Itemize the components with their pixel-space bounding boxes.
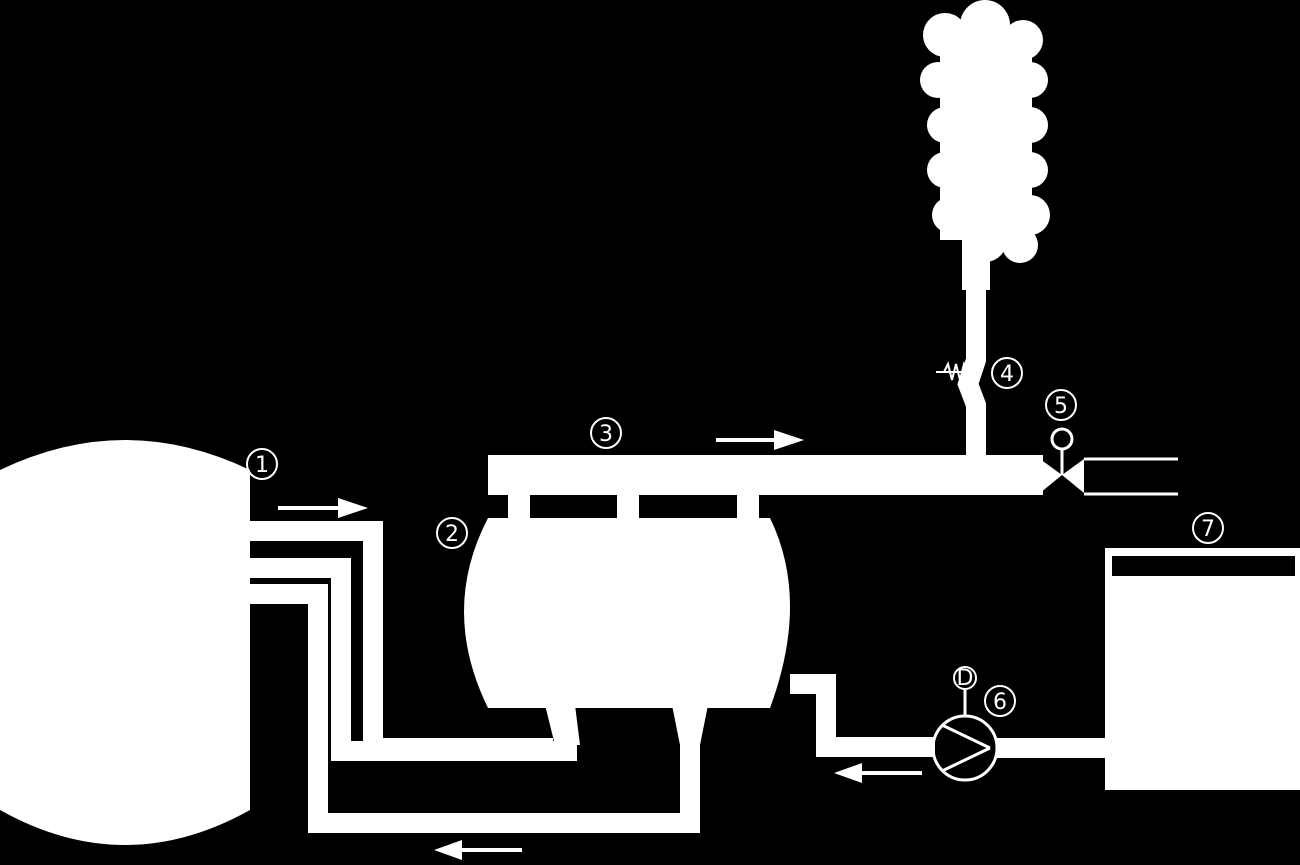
steam-cloud [920,0,1050,290]
feed-water-tank-lid [1112,556,1295,576]
badge-1: 1 [246,448,278,480]
flow-arrow-header [716,430,804,450]
steam-header [488,455,1043,495]
flow-arrow-pump-return [834,763,922,783]
flow-arrow-tank-return [434,840,522,860]
badge-7: 7 [1192,512,1224,544]
feed-water-tank [1105,548,1300,790]
pump-drive-badge [953,666,977,690]
boiler-leg-left [545,705,580,745]
outlet-valve [1040,427,1178,496]
pipe-header-to-safety-valve [957,260,986,460]
pipe-boiler-return-to-tank [250,584,700,833]
badge-7-label: 7 [1201,517,1215,542]
badge-3-label: 3 [599,422,613,447]
flow-arrow-tank-out [278,498,368,518]
boiler-drum [464,518,790,708]
badge-5-label: 5 [1054,394,1068,419]
pipe-tank-to-boiler-middle [250,558,577,761]
safety-valve-spring [936,361,976,381]
badge-4: 4 [991,357,1023,389]
boiler-leg-right [672,705,708,745]
pipe-pump-to-boiler [790,674,935,757]
storage-tank [0,440,250,845]
badge-3: 3 [590,417,622,449]
badge-2-label: 2 [445,522,459,547]
pump-drive-label: D [957,666,974,691]
badge-5: 5 [1045,389,1077,421]
badge-4-label: 4 [1000,362,1014,387]
badge-2: 2 [436,517,468,549]
boiler-risers [508,490,759,525]
pump: D [931,666,999,782]
flow-arrows [278,430,922,860]
badge-6: 6 [984,685,1016,717]
badge-1-label: 1 [255,453,269,478]
badge-6-label: 6 [993,690,1007,715]
